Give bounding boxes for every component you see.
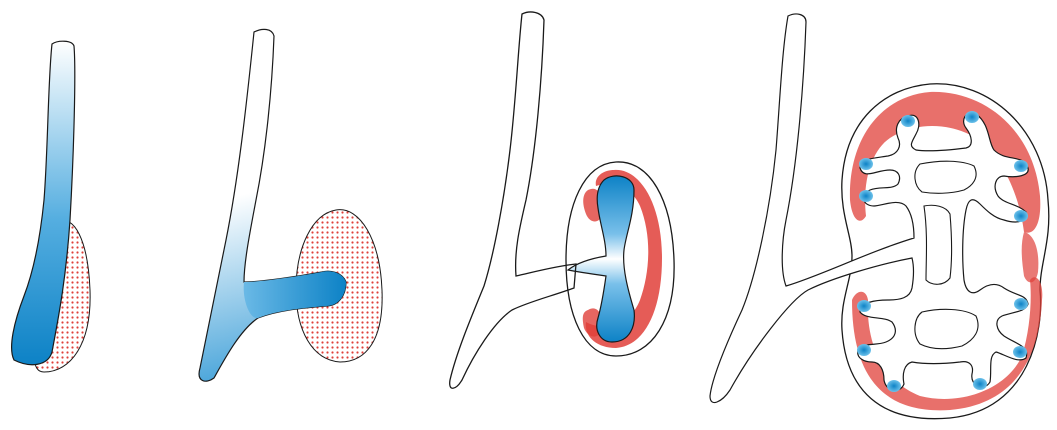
stage-3-ureteric-duct [450, 12, 576, 388]
stage-4-tip [901, 115, 915, 127]
stage-4-group [710, 14, 1049, 419]
stage-1-group [12, 41, 91, 372]
stage-4-inner-loop-mid [924, 205, 952, 284]
stage-4-tip [973, 378, 987, 390]
stage-4-tip [859, 158, 873, 170]
stage-4-tip [859, 190, 873, 202]
stage-4-tip [965, 111, 979, 123]
stage-4-tip [1014, 298, 1028, 310]
stage-3-group [450, 12, 674, 388]
stage-4-tip [1014, 160, 1028, 172]
stage-4-inner-loop-top [915, 161, 976, 193]
stage-4-tip [857, 344, 871, 356]
stage-4-tip [1013, 346, 1027, 358]
stage-4-tip [887, 380, 901, 392]
stage-2-group [199, 29, 382, 381]
stage-4-tip [1014, 210, 1028, 222]
stage-4-tip [857, 300, 871, 312]
